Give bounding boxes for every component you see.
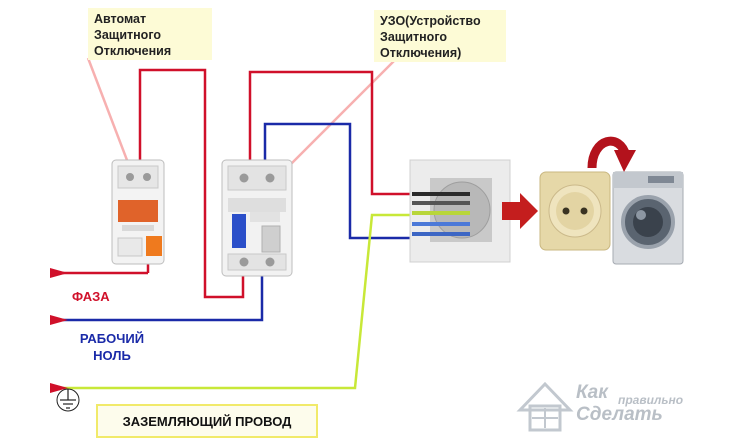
- neutral-label: РАБОЧИЙ НОЛЬ: [72, 330, 152, 364]
- breaker-callout-line-2: Защитного: [94, 28, 161, 42]
- rcd-callout-line-3: Отключения): [380, 46, 462, 60]
- watermark-line-3: Сделать: [576, 404, 663, 425]
- ground-wire: [55, 213, 418, 390]
- phase-wire-breaker-to-rcd: [138, 68, 245, 299]
- ground-symbol-icon: [56, 388, 80, 412]
- circuit-breaker: [111, 159, 165, 265]
- breaker-callout: Автомат Защитного Отключения: [88, 8, 212, 60]
- phase-label: ФАЗА: [72, 289, 110, 304]
- breaker-callout-pointer: [86, 57, 132, 169]
- rcd-callout-line-2: Защитного: [380, 30, 447, 44]
- ground-input-arrow: [50, 383, 68, 393]
- neutral-wire-rcd-to-junction: [263, 122, 418, 240]
- watermark-line-1: Как: [576, 382, 608, 403]
- rcd-callout: УЗО(Устройство Защитного Отключения): [374, 10, 506, 62]
- neutral-wire-input: [50, 275, 264, 322]
- socket-arrow-icon: [502, 193, 538, 229]
- neutral-label-line-2: НОЛЬ: [93, 348, 131, 363]
- washing-machine-icon: [612, 171, 684, 265]
- phase-input-arrow: [50, 268, 68, 278]
- neutral-label-line-1: РАБОЧИЙ: [79, 331, 145, 346]
- rcd-device: [221, 159, 293, 277]
- ground-label: ЗАЗЕМЛЯЮЩИЙ ПРОВОД: [122, 413, 292, 429]
- curved-arrow-icon: [587, 136, 631, 169]
- phase-wire-rcd-to-junction: [248, 70, 418, 196]
- watermark-house-icon: [516, 381, 574, 432]
- curved-arrow-head-icon: [614, 150, 636, 172]
- junction-box: [409, 159, 511, 263]
- power-socket: [539, 171, 611, 251]
- ground-label-box: ЗАЗЕМЛЯЮЩИЙ ПРОВОД: [96, 404, 318, 438]
- neutral-input-arrow: [50, 315, 68, 325]
- rcd-callout-pointer: [284, 59, 396, 171]
- breaker-callout-line-3: Отключения: [94, 44, 172, 58]
- rcd-callout-line-1: УЗО(Устройство: [380, 14, 481, 28]
- breaker-callout-line-1: Автомат: [94, 12, 147, 26]
- watermark-line-2: правильно: [618, 393, 684, 407]
